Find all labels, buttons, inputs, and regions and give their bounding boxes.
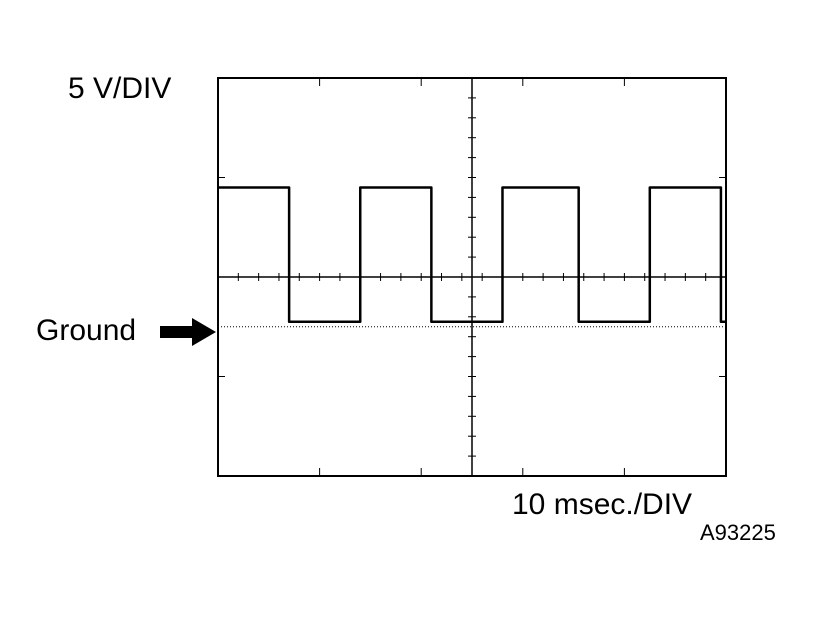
volts-per-div-label: 5 V/DIV [68,72,172,105]
square-wave-trace [218,186,725,324]
figure-id: A93225 [700,520,776,545]
ground-label: Ground [36,314,137,347]
ground-arrow-icon [160,318,216,346]
time-per-div-label: 10 msec./DIV [512,488,693,521]
